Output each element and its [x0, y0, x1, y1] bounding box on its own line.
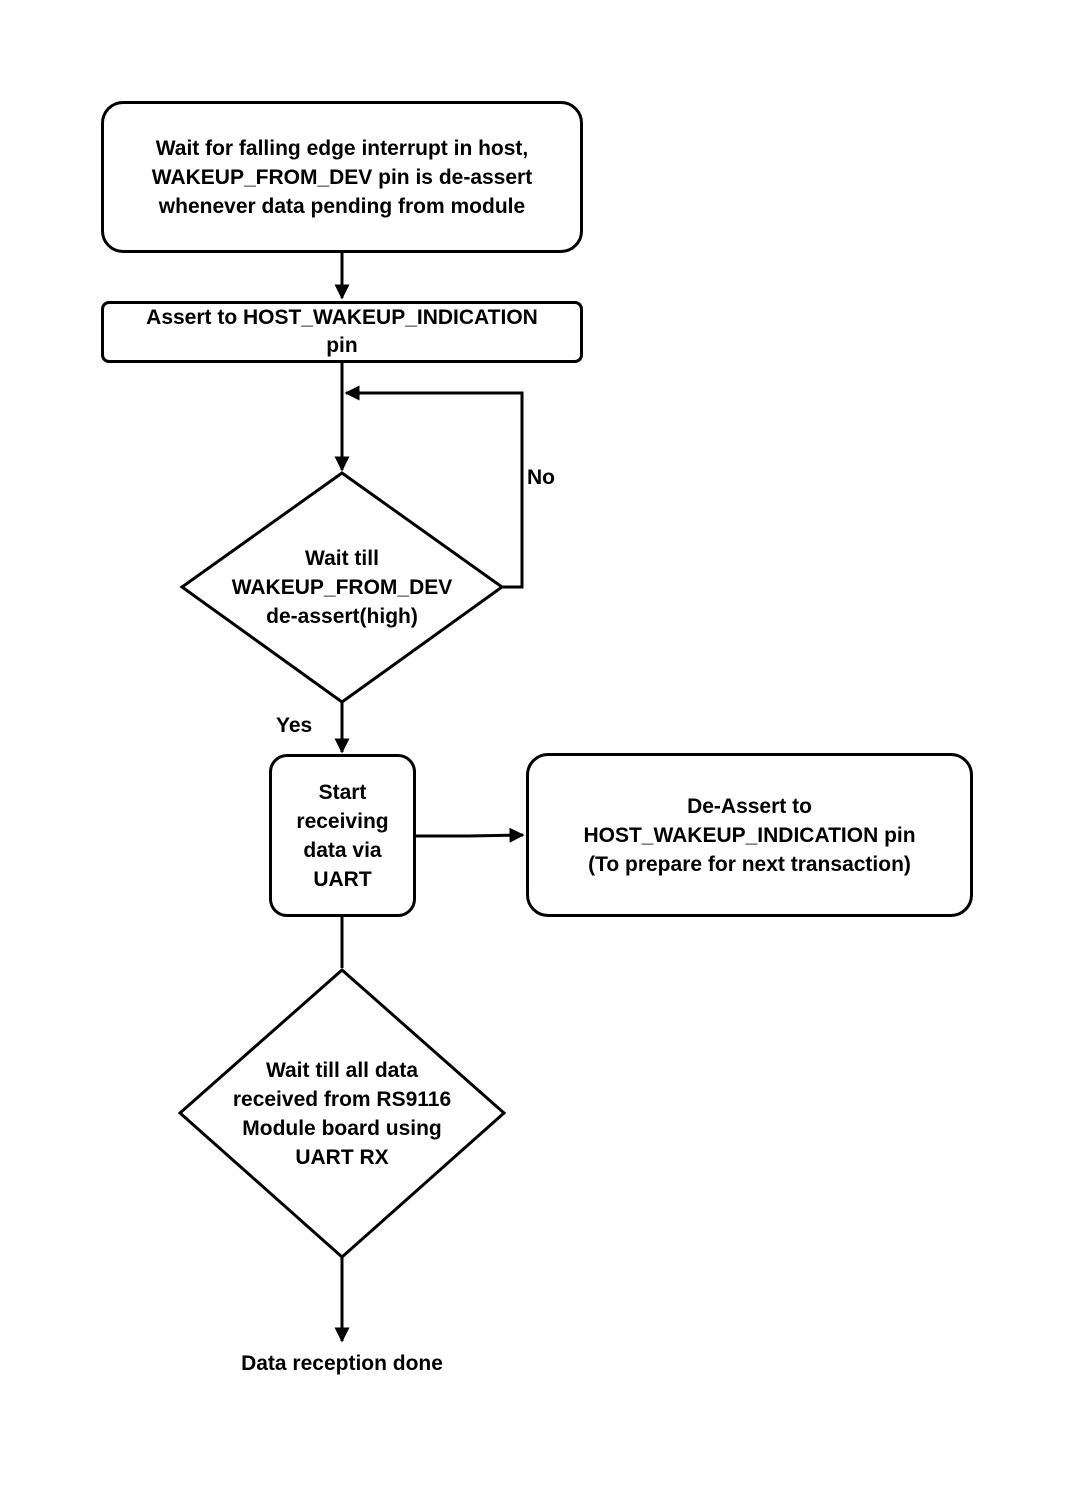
arrow-start-to-deassert	[415, 827, 525, 843]
wait-interrupt-line-2: WAKEUP_FROM_DEV pin is de-assert	[151, 165, 533, 189]
wait-all-data-decision-text: Wait till all data received from RS9116 …	[180, 970, 504, 1257]
deassert-host-wakeup-line-2: HOST_WAKEUP_INDICATION pin	[583, 823, 916, 847]
wait-deassert-line-2: WAKEUP_FROM_DEV	[231, 576, 453, 599]
arrow-no-loop	[344, 385, 524, 589]
no-label: No	[527, 466, 555, 489]
assert-host-wakeup-line-1: Assert to HOST_WAKEUP_INDICATION	[146, 306, 538, 329]
deassert-host-wakeup-box: De-Assert to HOST_WAKEUP_INDICATION pin …	[526, 753, 973, 917]
wait-deassert-line-1: Wait till	[305, 547, 379, 570]
wait-all-data-line-4: UART RX	[295, 1145, 389, 1169]
start-receiving-box: Start receiving data via UART	[269, 754, 416, 917]
start-receiving-line-3: data via	[303, 838, 382, 862]
start-receiving-line-1: Start	[318, 780, 367, 804]
wait-all-data-line-3: Module board using	[242, 1116, 442, 1140]
wait-deassert-decision-text: Wait till WAKEUP_FROM_DEV de-assert(high…	[182, 473, 502, 702]
wait-interrupt-box: Wait for falling edge interrupt in host,…	[101, 101, 583, 253]
deassert-host-wakeup-line-3: (To prepare for next transaction)	[588, 852, 911, 876]
wait-interrupt-line-1: Wait for falling edge interrupt in host,	[155, 136, 529, 160]
assert-host-wakeup-line-2: pin	[326, 334, 358, 357]
wait-deassert-line-3: de-assert(high)	[266, 605, 418, 628]
wait-all-data-line-2: received from RS9116	[232, 1087, 452, 1111]
start-receiving-line-4: UART	[313, 867, 372, 891]
wait-interrupt-line-3: whenever data pending from module	[158, 194, 526, 218]
start-receiving-line-2: receiving	[296, 809, 389, 833]
yes-label: Yes	[276, 714, 313, 737]
wait-all-data-line-1: Wait till all data	[265, 1058, 419, 1082]
deassert-host-wakeup-line-1: De-Assert to	[687, 794, 812, 818]
data-reception-done-label: Data reception done	[241, 1352, 443, 1375]
assert-host-wakeup-box: Assert to HOST_WAKEUP_INDICATION pin	[101, 301, 583, 363]
